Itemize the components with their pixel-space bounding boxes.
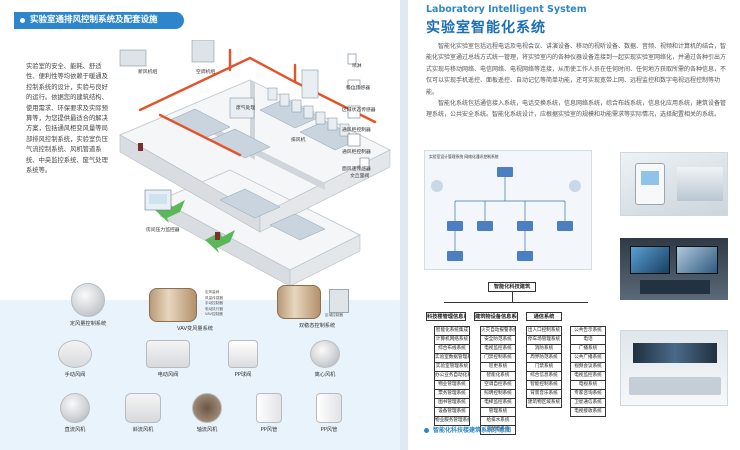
system-org-chart: 智能化科技建筑 科技楼管理信息系统 建筑物设备信息系统 通信系统 智能化系统集成…: [400, 0, 740, 450]
product-mixed-flow-fan: 斜流风机: [118, 393, 168, 433]
network-diagram: 实验室设计管理系统 网络化通讯控制系统: [424, 150, 592, 270]
paragraph-1: 智能化实验室包括远程电话及电视会议、讲演设备、移动的视听设备、数据、音频、视频和…: [426, 43, 727, 96]
bistable-image: 区域控制器: [267, 285, 367, 319]
label-fresh-air-unit: 新风机组: [138, 70, 158, 75]
product-label: 定风量控制系统: [69, 321, 107, 327]
lab-ventilation-diagram: [118, 40, 392, 287]
product-label: 直流风机: [64, 427, 86, 433]
org-item: 电视接收系统: [570, 407, 606, 417]
label-zone-sensor: 区域状态传感器: [342, 108, 376, 113]
diagram-caption: 智能化科技楼建筑系统示意图: [424, 425, 511, 434]
product-pp-duct-2: PP风管: [304, 393, 354, 433]
centrifugal-fan-image: [310, 340, 340, 368]
label-room-pressure: 房间压力监控器: [146, 228, 180, 233]
pp-duct-image: [316, 393, 342, 423]
paragraph-2: 智能化系统包括通信接入系统，电话交换系统，信息网络系统，综合布线系统，信息化应用…: [426, 100, 727, 119]
label-ac-unit: 空调机组: [196, 70, 216, 75]
product-label: 斜流风机: [132, 427, 154, 433]
org-root: 智能化科技建筑: [488, 282, 536, 292]
pp-duct-image: [256, 393, 282, 423]
intro-text: 实验室的安全、能耗、舒适性、便利性等均依赖于暖通及控制系统的设计，实验与良好的运…: [26, 63, 108, 175]
product-pp-duct-1: PP风管: [244, 393, 294, 433]
product-label: VAV变风量系统: [177, 326, 213, 332]
fresh-air-arrows: [155, 200, 235, 253]
axial-fan-image: [192, 393, 222, 423]
org-item: 建筑物区域系统: [526, 398, 562, 408]
tag-flow-sensor: 风量传感器: [205, 295, 223, 300]
direct-fan-image: [60, 393, 90, 423]
product-label: 离心风机: [314, 372, 336, 378]
network-diagram-title: 实验室设计管理系统 网络化通讯控制系统: [429, 154, 499, 159]
label-displacement-sensor: 移位传感器: [346, 86, 370, 91]
org-item: 物业服务管理系统: [434, 416, 470, 426]
label-exhaust-fan: 排风机: [291, 138, 306, 143]
title-chinese: 实验室智能化系统: [426, 20, 546, 36]
product-band: [0, 300, 400, 450]
network-topology: [431, 167, 581, 261]
label-sash-sensor: 面风速传感器: [342, 167, 371, 172]
product-manual-damper: 手动风阀: [50, 340, 100, 378]
body-text: 智能化实验室包括远程电话及电视会议、讲演设备、移动的视听设备、数据、音频、视频和…: [426, 41, 726, 121]
product-electric-damper: 电动风阀: [138, 340, 198, 378]
product-label: 双稳态控制系统: [298, 323, 336, 329]
ball-valve-image: [228, 340, 258, 368]
fume-hoods: [267, 87, 350, 137]
caption-text: 智能化科技楼建筑系统示意图: [433, 427, 512, 434]
lab-benches: [169, 98, 361, 241]
title-english: Laboratory Intelligent System: [426, 4, 587, 15]
product-axial-fan: 轴流风机: [182, 393, 232, 433]
right-page: Laboratory Intelligent System 实验室智能化系统 智…: [400, 0, 740, 450]
label-hood-controller: 通风柜控制器: [342, 128, 371, 133]
product-label: PP风管: [260, 427, 278, 433]
exhaust-ducts: [138, 48, 377, 157]
product-label: 电动风阀: [157, 372, 179, 378]
product-bistable-system: 区域控制器 双稳态控制系统: [262, 285, 372, 329]
org-branch-1: 科技楼管理信息系统: [426, 312, 466, 321]
control-devices: [347, 53, 370, 171]
product-label: 轴流风机: [196, 427, 218, 433]
org-item: 变配电系统: [480, 425, 516, 435]
banner-title: 实验室通排风控制系统及配套设施: [30, 15, 158, 25]
photo-control-room: [620, 330, 728, 406]
tag-vav-controller: VAV控制器: [205, 312, 223, 316]
product-cav-system: 定风量控制系统: [48, 283, 128, 327]
product-vav-system: 定风量阀 风量传感器 手动控制器 电动执行器 VAV控制器 VAV变风量系统: [140, 288, 250, 332]
product-label: PP风管: [320, 427, 338, 433]
product-label: 手动风阀: [64, 372, 86, 378]
product-centrifugal-fan: 离心风机: [300, 340, 350, 378]
product-label: PP球阀: [234, 372, 252, 378]
tag-zone-controller: 区域控制器: [325, 313, 343, 317]
caption-dot-icon: [424, 428, 429, 433]
rooftop-units: [119, 40, 319, 119]
product-pp-ball-valve: PP球阀: [218, 340, 268, 378]
photo-controller-panel: [620, 152, 728, 216]
tag-cav-valve: 定风量阀: [205, 290, 220, 294]
photo-monitor-wall: [620, 238, 728, 300]
section-banner: 实验室通排风控制系统及配套设施: [14, 12, 184, 29]
tag-actuator: 电动执行器: [205, 306, 223, 311]
page-fold: [400, 0, 408, 450]
electric-damper-image: [146, 340, 190, 368]
label-fan-controller: 通风柜控制器: [342, 150, 371, 155]
label-scrubber: 喷淋: [352, 64, 362, 69]
cav-valve-image: [64, 283, 112, 317]
label-venturi: 文丘里阀: [350, 174, 370, 179]
org-branch-2: 建筑物设备信息系统: [474, 312, 518, 321]
manual-damper-image: [58, 340, 92, 368]
vav-box-image: 定风量阀 风量传感器 手动控制器 电动执行器 VAV控制器: [145, 288, 245, 322]
left-page: 实验室通排风控制系统及配套设施 实验室的安全、能耗、舒适性、便利性等均依赖于暖通…: [0, 0, 400, 450]
mixed-flow-fan-image: [125, 393, 161, 423]
label-exhaust-treatment: 废气处理: [236, 106, 256, 111]
banner-dot-icon: [20, 18, 25, 23]
org-branch-3: 通信系统: [526, 312, 562, 321]
product-direct-fan: 直流风机: [50, 393, 100, 433]
diagram-labels: 新风机组 空调机组 废气处理 排风机 喷淋 移位传感器 区域状态传感器 通风柜控…: [0, 0, 400, 300]
tag-manual-controller: 手动控制器: [205, 301, 223, 305]
